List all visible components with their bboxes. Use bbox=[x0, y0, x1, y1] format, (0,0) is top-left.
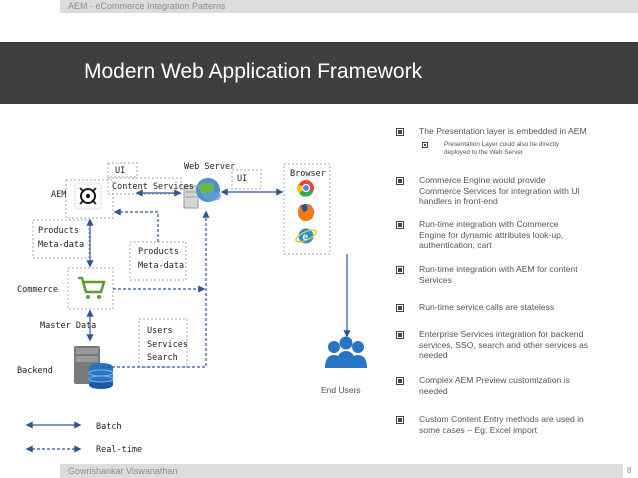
bullet-line: some cases – Eg: Excel import bbox=[419, 424, 537, 435]
square-bullet-icon bbox=[396, 416, 404, 424]
label-users: Users bbox=[147, 326, 173, 336]
label-metadata-2: Meta-data bbox=[138, 261, 184, 271]
sub-bullet-line: Presentation Layer could also be directl… bbox=[444, 141, 560, 148]
header-accent bbox=[60, 0, 638, 13]
svg-text:e: e bbox=[303, 232, 309, 243]
bullet-line: authentication, cart bbox=[419, 240, 492, 250]
aem-icon bbox=[74, 182, 102, 210]
architecture-diagram: e AEM UI bbox=[17, 162, 367, 455]
label-services: Services bbox=[147, 340, 188, 350]
footer-accent bbox=[60, 464, 623, 478]
footer-author: Gowrishankar Viswanathan bbox=[68, 466, 178, 476]
header-bar: AEM - eCommerce Integration Patterns bbox=[0, 0, 638, 14]
footer-bar: Gowrishankar Viswanathan 8 bbox=[0, 464, 638, 478]
slide-title: Modern Web Application Framework bbox=[84, 60, 423, 83]
bullet-line: needed bbox=[419, 385, 448, 396]
backend-server-icon bbox=[74, 346, 114, 389]
end-users-icon bbox=[325, 336, 367, 368]
ui-left-box bbox=[107, 162, 138, 178]
label-metadata-1: Meta-data bbox=[38, 240, 84, 250]
bullet-line: services, SSO, search and other services… bbox=[419, 339, 589, 350]
label-end-users: End Users bbox=[321, 385, 361, 395]
bullet-line: needed bbox=[419, 350, 448, 360]
arrow-products-to-aem bbox=[113, 208, 159, 242]
square-bullet-icon bbox=[396, 128, 404, 136]
bullet-line: Commerce Services for integration with U… bbox=[419, 185, 580, 196]
square-bullet-icon bbox=[396, 177, 404, 185]
aem-box bbox=[65, 179, 114, 219]
bullet-line: Run-time integration with AEM for conten… bbox=[419, 264, 578, 274]
bullet-line: Custom Content Entry methods are used in bbox=[419, 414, 584, 424]
arrow-services-to-webserver bbox=[102, 210, 210, 368]
square-bullet-icon bbox=[396, 377, 404, 385]
chrome-icon bbox=[297, 180, 314, 197]
label-content-services: Content Services bbox=[112, 182, 194, 192]
cart-icon bbox=[76, 272, 106, 302]
bullet-line: Complex AEM Preview customization is bbox=[419, 375, 570, 385]
bullet-text: The Presentation layer is embedded in AE… bbox=[419, 126, 587, 136]
label-ui-left: UI bbox=[115, 166, 125, 176]
label-web-server: Web Server bbox=[184, 162, 235, 172]
title-bar: Modern Web Application Framework bbox=[0, 42, 638, 104]
legend-batch-label: Batch bbox=[96, 422, 122, 432]
page-number: 8 bbox=[627, 466, 632, 475]
label-browser: Browser bbox=[290, 169, 326, 179]
square-bullet-icon bbox=[396, 221, 404, 229]
products-meta-box-1 bbox=[32, 219, 90, 259]
bullet-line: Services bbox=[419, 274, 452, 285]
label-ui-right: UI bbox=[237, 174, 247, 184]
bullet-line: Enterprise Services integration for back… bbox=[419, 329, 584, 339]
bullet-line: Run-time service calls are stateless bbox=[419, 302, 555, 312]
ie-icon: e bbox=[295, 228, 317, 244]
label-aem: AEM bbox=[51, 190, 66, 200]
bullet-line: Commerce Engine would provide bbox=[419, 175, 546, 185]
bullet-line: handlers in front-end bbox=[419, 196, 498, 206]
legend-realtime-label: Real-time bbox=[96, 445, 142, 455]
label-products-2: Products bbox=[138, 247, 179, 257]
label-commerce: Commerce bbox=[17, 285, 58, 295]
breadcrumb: AEM - eCommerce Integration Patterns bbox=[68, 1, 226, 11]
square-bullet-icon bbox=[396, 304, 404, 312]
firefox-icon bbox=[297, 204, 314, 222]
label-search: Search bbox=[147, 353, 178, 363]
label-products-1: Products bbox=[38, 226, 79, 236]
small-square-bullet-icon bbox=[422, 142, 428, 148]
bullet-line: Run-time integration with Commerce bbox=[419, 219, 559, 229]
sub-bullet-line: deployed to the Web Server bbox=[444, 149, 524, 156]
label-backend: Backend bbox=[17, 366, 53, 376]
square-bullet-icon bbox=[396, 331, 404, 339]
label-master-data: Master Data bbox=[40, 321, 96, 331]
square-bullet-icon bbox=[396, 266, 404, 274]
web-server-icon bbox=[183, 178, 221, 209]
bullet-line: Engine for dynamic attributes look-up, bbox=[419, 229, 564, 240]
